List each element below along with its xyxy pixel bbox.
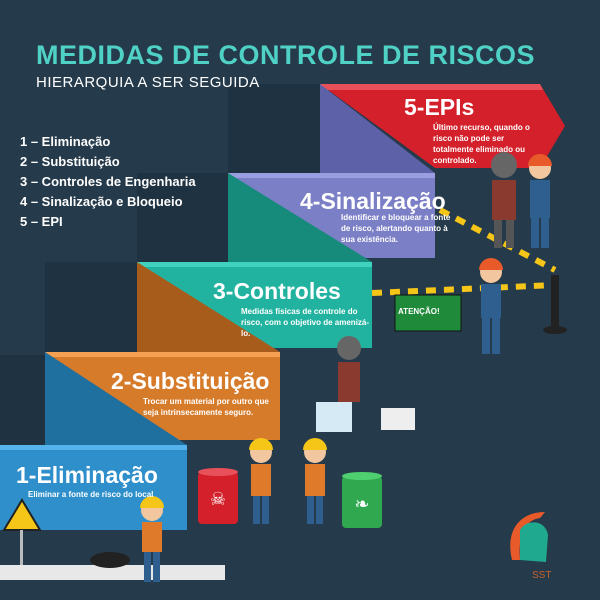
attention-sign-label: ATENÇÃO!: [398, 307, 440, 316]
manhole: [90, 552, 130, 568]
worker-figure: [303, 438, 327, 524]
spartan-helmet-logo: [510, 512, 548, 562]
logo-text: SST: [532, 570, 552, 581]
list-item: 1 – Eliminação: [20, 134, 111, 149]
worker-figure: [140, 496, 164, 582]
list-item: 3 – Controles de Engenharia: [20, 174, 196, 189]
toxic-barrel-icon: ☠: [198, 468, 238, 524]
step-2-description: Trocar um material por outro que seja in…: [143, 397, 269, 417]
step-5-title: 5-EPIs: [404, 94, 475, 120]
worker-figure: [479, 258, 503, 354]
list-item: 4 – Sinalização e Bloqueio: [20, 194, 183, 209]
svg-text:❧: ❧: [354, 494, 369, 514]
list-item: 5 – EPI: [20, 214, 63, 229]
green-barrel-icon: ❧: [342, 472, 382, 528]
step-3-title: 3-Controles: [213, 278, 341, 304]
step-4-title: 4-Sinalização: [300, 188, 446, 214]
hierarchy-list: 1 – Eliminação 2 – Substituição 3 – Cont…: [20, 132, 196, 232]
step-1-title: 1-Eliminação: [16, 462, 158, 488]
page-subtitle: HIERARQUIA A SER SEGUIDA: [36, 74, 260, 91]
attention-sign: [394, 294, 462, 332]
svg-text:☠: ☠: [210, 489, 226, 509]
worker-figure: [249, 438, 273, 524]
step-4-description: Identificar e bloquear a fonte de risco,…: [341, 213, 451, 244]
warning-sign-icon: [2, 498, 42, 565]
step-2-title: 2-Substituição: [111, 368, 270, 394]
list-item: 2 – Substituição: [20, 154, 120, 169]
step-3-description: Medidas físicas de controle do risco, co…: [241, 307, 370, 338]
step-5-description: Último recurso, quando o risco não pode …: [433, 123, 530, 165]
step-5-panel: [320, 84, 565, 168]
page-title: MEDIDAS DE CONTROLE DE RISCOS: [36, 40, 536, 70]
step-1-description: Eliminar a fonte de risco do local: [28, 490, 154, 499]
welder-figure: [316, 336, 415, 432]
worker-figure: [528, 154, 552, 248]
welder-figure: [491, 152, 517, 248]
